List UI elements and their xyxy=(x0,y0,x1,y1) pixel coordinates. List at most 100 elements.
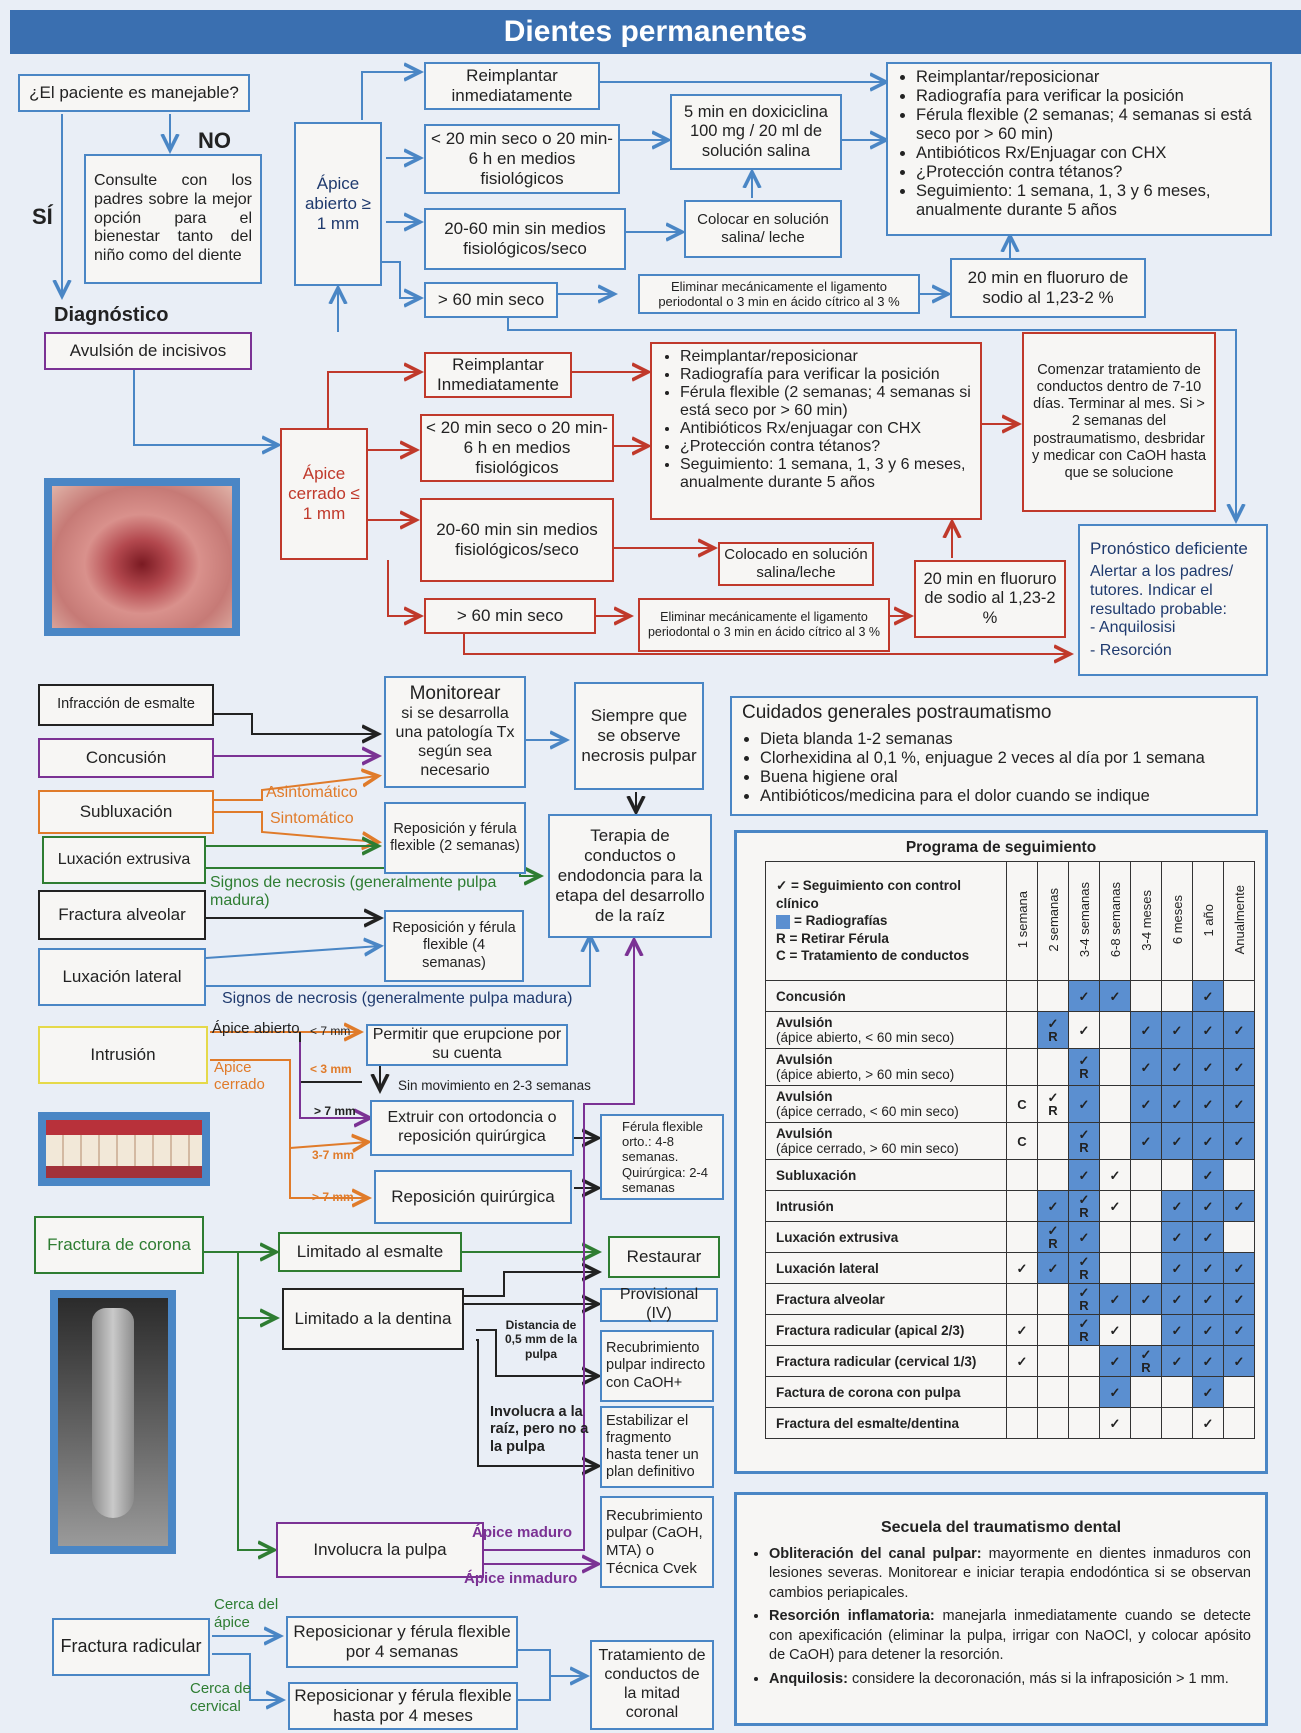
open-apex-text: Ápice abierto ≥ 1 mm xyxy=(304,173,372,234)
followup-cell xyxy=(1099,1221,1131,1253)
restaurar-box: Restaurar xyxy=(608,1236,720,1278)
followup-row: Avulsión(ápice abierto, > 60 min seco)✓R… xyxy=(765,1048,1255,1086)
concusion-box: Concusión xyxy=(38,738,214,778)
sequela-text: mayormente en dientes inmaduros con lesi… xyxy=(769,1545,1251,1601)
followup-row-label: Factura de corona con pulpa xyxy=(765,1376,1007,1408)
followup-row: Luxación lateral✓✓✓R✓✓✓ xyxy=(765,1252,1255,1284)
intrusion-text: Intrusión xyxy=(90,1044,156,1064)
followup-cell: ✓ xyxy=(1223,1085,1255,1123)
followup-column-header: Anualmente xyxy=(1223,861,1255,981)
open-gt60-text: > 60 min seco xyxy=(437,289,545,309)
followup-cell: ✓ xyxy=(1192,1190,1224,1222)
repos4-text: Reposición y férula flexible (4 semanas) xyxy=(392,920,516,971)
followup-cell: ✓ xyxy=(1099,980,1131,1012)
open-fluor-text: 20 min en fluoruro de sodio al 1,23-2 % xyxy=(967,267,1129,307)
root-repos4-box: Reposicionar y férula flexible por 4 sem… xyxy=(286,1616,518,1668)
followup-cell: ✓R xyxy=(1130,1345,1162,1377)
open-gt60-box: > 60 min seco xyxy=(424,282,558,318)
followup-cell: ✓ xyxy=(1068,1085,1100,1123)
title-bar: Dientes permanentes xyxy=(10,10,1301,54)
followup-row-label: Fractura radicular (apical 2/3) xyxy=(765,1314,1007,1346)
asintomatico-label: Asintomático xyxy=(266,784,358,801)
followup-cell: ✓ xyxy=(1068,1011,1100,1049)
followup-cell xyxy=(1161,980,1193,1012)
xray-photo xyxy=(50,1290,176,1554)
apice-abierto-label: Ápice abierto xyxy=(212,1020,300,1037)
care-item: Antibióticos/medicina para el dolor cuan… xyxy=(760,787,1248,806)
lt3-label: < 3 mm xyxy=(310,1062,352,1076)
necrosis-label-1: Signos de necrosis (generalmente pulpa m… xyxy=(210,874,497,909)
closed-apex-box: Ápice cerrado ≤ 1 mm xyxy=(280,428,368,560)
followup-cell: ✓ xyxy=(1192,1159,1224,1191)
lateral-text: Luxación lateral xyxy=(62,966,182,986)
followup-row: Avulsión(ápice abierto, < 60 min seco)✓R… xyxy=(765,1011,1255,1049)
care-item: Buena higiene oral xyxy=(760,768,1248,787)
followup-row: Fractura alveolar✓R✓✓✓✓✓ xyxy=(765,1283,1255,1315)
closed-remove-text: Eliminar mecánicamente el ligamento peri… xyxy=(647,610,881,639)
crown-text: Fractura de corona xyxy=(47,1234,191,1254)
repos4-box: Reposición y férula flexible (4 semanas) xyxy=(384,910,524,982)
followup-cell: ✓R xyxy=(1068,1190,1100,1222)
sequela-text: manejarla inmediatamente cuando se detec… xyxy=(769,1608,1251,1664)
root-repos-hasta4-text: Reposicionar y férula flexible hasta por… xyxy=(294,1685,512,1725)
followup-row: Concusión✓✓✓ xyxy=(765,980,1255,1012)
closed-2060-text: 20-60 min sin medios fisiológicos/seco xyxy=(436,519,598,559)
legend-text: ✓ = Seguimiento con control clínico xyxy=(776,878,961,911)
prognosis-title: Pronóstico deficiente xyxy=(1090,538,1248,558)
endo-box: Comenzar tratamiento de conductos dentro… xyxy=(1022,332,1216,512)
terapia-box: Terapia de conductos o endodoncia para l… xyxy=(548,814,712,938)
legend-text: = Radiografías xyxy=(794,913,888,929)
followup-cell xyxy=(1099,1252,1131,1284)
followup-cell: ✓ xyxy=(1037,1252,1069,1284)
followup-cell xyxy=(1161,1159,1193,1191)
followup-cell: C xyxy=(1006,1122,1038,1160)
esmalte-text: Limitado al esmalte xyxy=(296,1241,444,1261)
legend-text: C = Tratamiento de conductos xyxy=(776,948,970,964)
cerca-apice-label: Cerca del ápice xyxy=(214,1596,279,1631)
followup-row: Intrusión✓✓R✓✓✓✓ xyxy=(765,1190,1255,1222)
open-fluor-box: 20 min en fluoruro de sodio al 1,23-2 % xyxy=(950,258,1146,318)
closed-reimplant-text: Reimplantar Inmediatamente xyxy=(437,354,559,394)
followup-cell xyxy=(1006,1048,1038,1086)
diagnosis-text: Avulsión de incisivos xyxy=(69,340,227,360)
followup-cell xyxy=(1161,1407,1193,1439)
extrusiva-box: Luxación extrusiva xyxy=(42,836,206,884)
mouth-photo xyxy=(44,478,240,636)
closed-steps-box: Reimplantar/reposicionarRadiografía para… xyxy=(650,342,982,520)
diagnosis-box: Avulsión de incisivos xyxy=(44,332,252,370)
closed-steps-list: Reimplantar/reposicionarRadiografía para… xyxy=(662,348,972,492)
followup-cell: ✓ xyxy=(1223,1314,1255,1346)
followup-cell xyxy=(1006,980,1038,1012)
row-subtitle: (ápice cerrado, < 60 min seco) xyxy=(776,1104,959,1119)
alveolar-box: Fractura alveolar xyxy=(38,890,206,940)
followup-cell: ✓ xyxy=(1130,1048,1162,1086)
infraccion-text: Infracción de esmalte xyxy=(57,696,195,713)
followup-cell xyxy=(1223,1159,1255,1191)
followup-box: Programa de seguimiento ✓ = Seguimiento … xyxy=(734,830,1268,1474)
open-step-item: Reimplantar/reposicionar xyxy=(916,68,1262,87)
followup-cell: ✓ xyxy=(1192,1221,1224,1253)
root-text: Fractura radicular xyxy=(60,1636,202,1657)
followup-cell: ✓ xyxy=(1161,1048,1193,1086)
followup-cell: ✓ xyxy=(1099,1376,1131,1408)
infraccion-box: Infracción de esmalte xyxy=(38,684,214,726)
followup-cell xyxy=(1037,1407,1069,1439)
followup-cell xyxy=(1099,1011,1131,1049)
followup-row: Fractura radicular (cervical 1/3)✓✓✓R✓✓✓ xyxy=(765,1345,1255,1377)
followup-legend: ✓ = Seguimiento con control clínico = Rad… xyxy=(765,861,1007,981)
followup-cell: ✓ xyxy=(1161,1314,1193,1346)
followup-cell: ✓ xyxy=(1161,1190,1193,1222)
followup-row: Avulsión(ápice cerrado, > 60 min seco)C✓… xyxy=(765,1122,1255,1160)
gt7a-label: > 7 mm xyxy=(314,1104,356,1118)
open-step-item: Antibióticos Rx/Enjuagar con CHX xyxy=(916,144,1262,163)
followup-table: ✓ = Seguimiento con control clínico = Rad… xyxy=(765,861,1255,1439)
followup-cell: ✓ xyxy=(1099,1407,1131,1439)
followup-cell xyxy=(1223,980,1255,1012)
followup-cell: ✓ xyxy=(1192,1345,1224,1377)
followup-cell: ✓ xyxy=(1223,1252,1255,1284)
row-name: Avulsión xyxy=(776,1052,833,1067)
followup-row-label: Fractura alveolar xyxy=(765,1283,1007,1315)
followup-cell: ✓ xyxy=(1223,1345,1255,1377)
followup-cell: ✓ xyxy=(1037,1190,1069,1222)
followup-cell xyxy=(1037,1345,1069,1377)
